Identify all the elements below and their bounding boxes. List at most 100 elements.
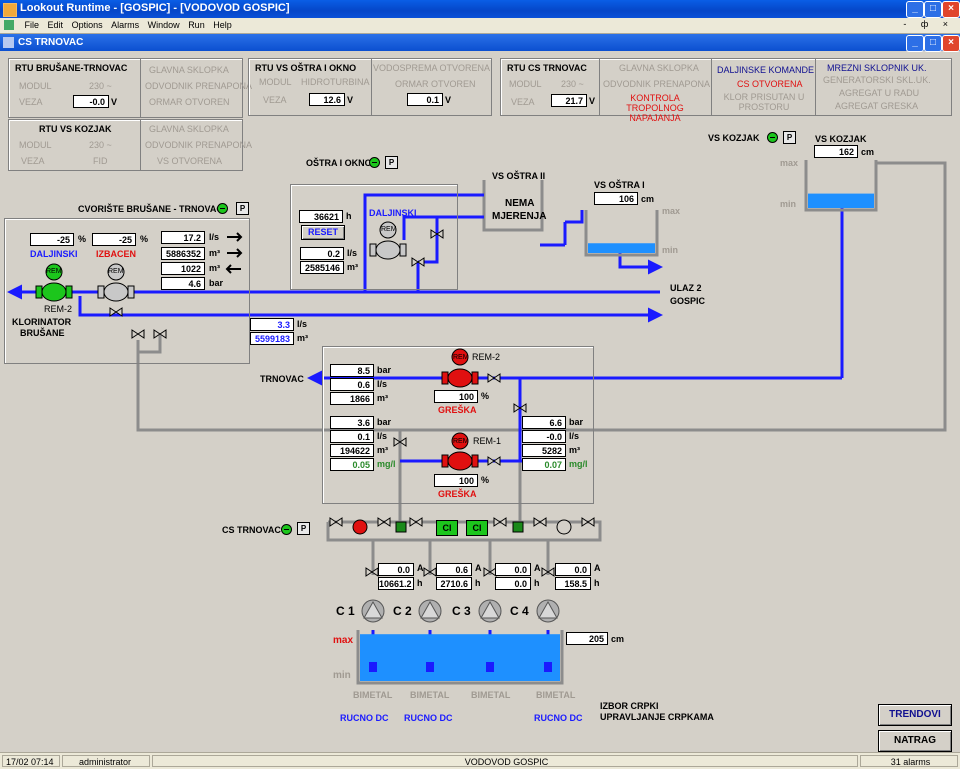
pump-suction-heads [369,662,552,672]
menu-window[interactable]: Window [147,20,180,30]
rtu-vs-ostra-panel: RTU VS OŠTRA I OKNO MODUL HIDROTURBINA V… [248,58,492,116]
rtu-vs-ostra-unit: V [347,95,354,105]
klorinator-label: KLORINATOR [12,317,72,327]
right-m3-unit: m³ [569,445,580,455]
top-m3: 1866 [330,392,374,405]
rtu-vs-ostra-veza-val: 12.6 [309,93,345,106]
pump-c4-a: 0.0 [555,563,591,576]
pump-station-panel [322,346,594,504]
cvoriste-status-icon [217,203,228,214]
menu-options[interactable]: Options [71,20,103,30]
top-greska: GREŠKA [438,405,477,415]
pump-c2-h-unit: h [475,578,481,588]
pump-c1-h: 10661.2 [378,577,414,590]
ostra-okno-title: OŠTRA I OKNO [306,158,372,168]
upravljanje-crpkama-link[interactable]: UPRAVLJANJE CRPKAMA [600,712,714,722]
vs-kozjak-p-button[interactable]: P [783,131,796,144]
vs-ostra2-line1: NEMA [505,198,535,209]
trendovi-button[interactable]: TRENDOVI [878,704,952,726]
rtu-cs-modul-val: 230 ~ [561,79,584,89]
child-restore-button[interactable]: □ [924,35,942,52]
rtu-vs-ostra-modul-label: MODUL [259,77,292,87]
ostra-okno-status-icon [369,157,380,168]
rtu-cs-s2: ODVODNIK PRENAPONA [603,79,711,89]
pump-c1-name[interactable]: C 1 [336,604,355,618]
ulaz-label2: GOSPIC [670,296,706,306]
reservoir [356,630,564,685]
izbor-crpki-link[interactable]: IZBOR CRPKI [600,701,659,711]
bot-pct-unit: % [481,475,490,485]
bot-ls: 0.1 [330,430,374,443]
vs-kozjak-status-icon [767,132,778,143]
cvoriste-p-button[interactable]: P [236,202,249,215]
rtu-vs-ostra-veza-label: VEZA [263,95,287,105]
rtu-kozjak-title: RTU VS KOZJAK [39,124,112,134]
rem1-label: REM-1 [473,436,502,446]
pump-c2-h: 2710.6 [436,577,472,590]
child-window-titlebar: CS TRNOVAC _ □ × [0,34,960,52]
rtu-brusane-veza-val: -0.0 [73,95,109,108]
reservoir-unit: cm [611,634,625,644]
vs-kozjak-unit: cm [861,147,875,157]
rtu-kozjak-veza-label: VEZA [21,156,45,166]
ostra-okno-rem: REM [381,226,397,233]
natrag-button[interactable]: NATRAG [878,730,952,752]
vs-ostra1-title: VS OŠTRA I [594,180,645,190]
rtu-cs-d3: KLOR PRISUTAN U PROSTORU [723,92,805,112]
reservoir-level: 205 [566,632,608,645]
menu-file[interactable]: File [24,20,40,30]
ostra-okno-hours: 36621 [299,210,343,223]
rtu-brusane-title: RTU BRUŠANE-TRNOVAC [15,63,128,73]
pump-c2-bimetal: BIMETAL [410,690,450,700]
cs-trnovac-p-button[interactable]: P [297,522,310,535]
rtu-cs-m3: AGREGAT U RADU [839,88,920,98]
maximize-button[interactable]: □ [924,1,942,18]
child-minimize-button[interactable]: _ [906,35,924,52]
menu-help[interactable]: Help [213,20,232,30]
reset-button[interactable]: RESET [301,225,345,240]
pump-c2-name[interactable]: C 2 [393,604,412,618]
top-pct: 100 [434,390,478,403]
pump-c3-h-unit: h [534,578,540,588]
status-alarms[interactable]: 31 alarms [860,755,958,767]
rtu-cs-veza-label: VEZA [511,97,535,107]
vs-kozjak-level: 162 [814,145,858,158]
menu-edit[interactable]: Edit [47,20,64,30]
menu-bar: File Edit Options Alarms Window Run Help… [0,18,960,34]
tank-vs-ostra-1 [584,210,659,257]
pump-c3-a: 0.0 [495,563,531,576]
chlorine-indicator-1: Cl [436,520,458,536]
ostra-okno-p-button[interactable]: P [385,156,398,169]
menu-alarms[interactable]: Alarms [111,20,140,30]
mdi-controls[interactable]: - ф × [903,19,954,29]
pump-c2-mode: RUCNO DC [404,713,453,723]
bot-m3: 194622 [330,444,374,457]
child-window-icon[interactable] [4,20,14,30]
pump-c4-name[interactable]: C 4 [510,604,529,618]
cvoriste-v1: -25 [30,233,74,246]
close-button[interactable]: × [942,1,960,18]
rtu-vs-ostra-unit2: V [445,95,452,105]
pump-c3-name[interactable]: C 3 [452,604,471,618]
menu-run[interactable]: Run [188,20,205,30]
rtu-brusane-modul-val: 230 ~ [89,81,112,91]
minimize-button[interactable]: _ [906,1,924,18]
cvoriste-tot1-unit: m³ [209,248,220,258]
bot-pct: 100 [434,474,478,487]
rtu-brusane-s2: ODVODNIK PRENAPONA [145,81,253,91]
ostra-okno-tot-unit: m³ [347,262,358,272]
cvoriste-v2: -25 [92,233,136,246]
pump-c3-bimetal: BIMETAL [471,690,511,700]
cvoriste-tot1: 5886352 [161,247,205,260]
right-m3: 5282 [522,444,566,457]
right-mgl: 0.07 [522,458,566,471]
vs-kozjak-title: VS KOZJAK [815,134,867,144]
vs-kozjak-min: min [780,199,797,209]
reservoir-min: min [333,670,351,681]
flow-meters [35,221,479,471]
rtu-vs-ostra-modul-val: HIDROTURBINA [301,77,370,87]
klorinator-label2: BRUŠANE [20,328,65,338]
pump-c4-h-unit: h [594,578,600,588]
rtu-kozjak-s3: VS OTVORENA [157,156,223,166]
